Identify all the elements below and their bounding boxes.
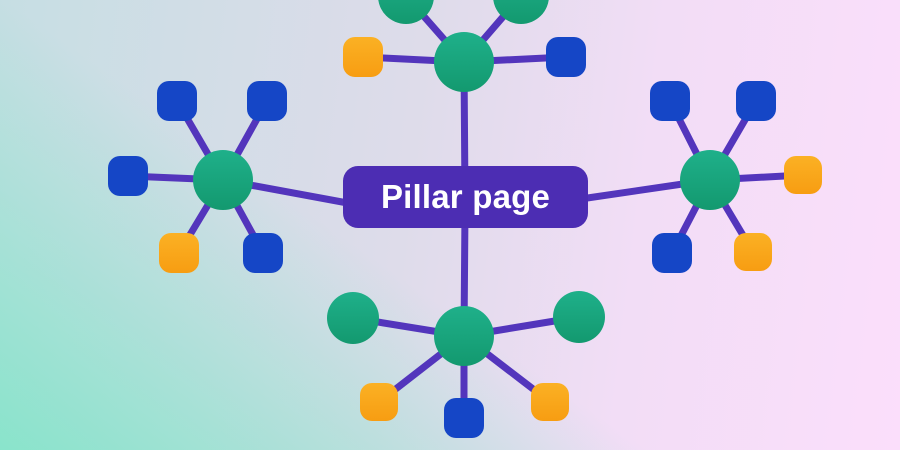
cluster-hub-circle-top [434, 32, 494, 92]
subtopic-square-blue [444, 398, 484, 438]
subtopic-circle-green [327, 292, 379, 344]
subtopic-square-blue [652, 233, 692, 273]
subtopic-square-blue [247, 81, 287, 121]
subtopic-square-orange [531, 383, 569, 421]
pillar-page-label: Pillar page [380, 178, 551, 215]
cluster-hub-circle-left [193, 150, 253, 210]
subtopic-square-blue [243, 233, 283, 273]
subtopic-circle-green [493, 0, 549, 24]
subtopic-square-blue [736, 81, 776, 121]
subtopic-square-blue [650, 81, 690, 121]
subtopic-square-blue [108, 156, 148, 196]
subtopic-square-orange [734, 233, 772, 271]
pillar-page-box: Pillar page [343, 166, 588, 228]
subtopic-square-orange [784, 156, 822, 194]
subtopic-square-orange [360, 383, 398, 421]
subtopic-square-blue [546, 37, 586, 77]
subtopic-square-orange [343, 37, 383, 77]
cluster-hub-circle-bottom [434, 306, 494, 366]
subtopic-circle-green [378, 0, 434, 24]
subtopic-circle-green [553, 291, 605, 343]
cluster-hub-circle-right [680, 150, 740, 210]
subtopic-square-orange [159, 233, 199, 273]
subtopic-square-blue [157, 81, 197, 121]
